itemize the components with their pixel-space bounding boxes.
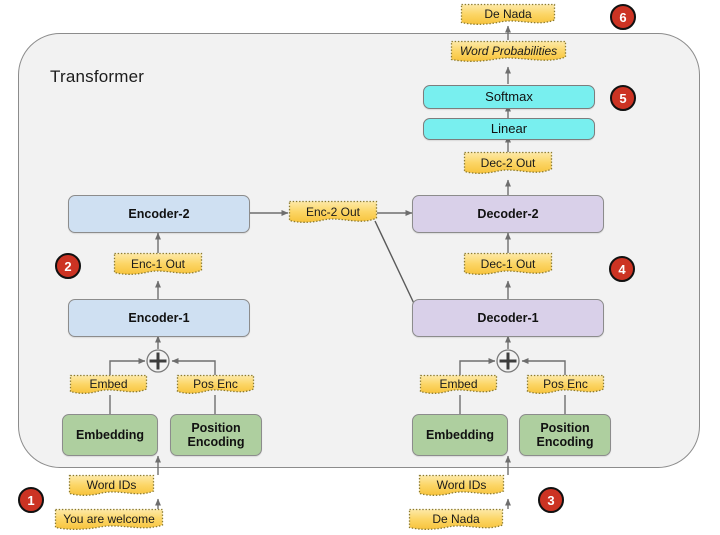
decoder-1-node[interactable]: Decoder-1	[412, 299, 604, 337]
chip-encoder-embed[interactable]: Embed	[69, 374, 148, 396]
step-badge-2[interactable]: 2	[55, 253, 81, 279]
chip-label: Pos Enc	[543, 376, 588, 391]
chip-label: De Nada	[484, 6, 532, 21]
chip-label: Dec-1 Out	[480, 256, 536, 271]
chip-enc-2-out[interactable]: Enc-2 Out	[288, 200, 378, 226]
chip-label: Word Probabilities	[459, 44, 558, 58]
chip-label: Embed	[439, 376, 478, 391]
transformer-container	[18, 33, 700, 468]
chip-label: Enc-2 Out	[305, 204, 361, 219]
decoder-embedding-node[interactable]: Embedding	[412, 414, 508, 456]
chip-source-sentence[interactable]: You are welcome	[54, 508, 164, 532]
chip-label: Embed	[89, 376, 128, 391]
chip-label: Word IDs	[436, 477, 487, 492]
step-badge-6[interactable]: 6	[610, 4, 636, 30]
encoder-embedding-node[interactable]: Embedding	[62, 414, 158, 456]
chip-enc-1-out[interactable]: Enc-1 Out	[113, 252, 203, 278]
decoder-2-node[interactable]: Decoder-2	[412, 195, 604, 233]
chip-label: You are welcome	[63, 511, 155, 526]
step-badge-3[interactable]: 3	[538, 487, 564, 513]
chip-label: Word IDs	[86, 477, 137, 492]
chip-target-sentence[interactable]: De Nada	[408, 508, 504, 532]
chip-word-probabilities[interactable]: Word Probabilities	[450, 40, 567, 65]
chip-label: De Nada	[432, 511, 480, 526]
page-title: Transformer	[50, 67, 145, 86]
step-badge-5[interactable]: 5	[610, 85, 636, 111]
linear-node[interactable]: Linear	[423, 118, 595, 140]
encoder-2-node[interactable]: Encoder-2	[68, 195, 250, 233]
chip-dec-2-out[interactable]: Dec-2 Out	[463, 151, 553, 177]
chip-dec-1-out[interactable]: Dec-1 Out	[463, 252, 553, 278]
chip-decoder-pos-enc[interactable]: Pos Enc	[526, 374, 605, 396]
chip-decoder-embed[interactable]: Embed	[419, 374, 498, 396]
chip-label: Dec-2 Out	[480, 155, 536, 170]
chip-target-word-ids[interactable]: Word IDs	[418, 474, 505, 498]
encoder-position-encoding-node[interactable]: Position Encoding	[170, 414, 262, 456]
softmax-node[interactable]: Softmax	[423, 85, 595, 109]
step-badge-1[interactable]: 1	[18, 487, 44, 513]
chip-label: Enc-1 Out	[130, 256, 186, 271]
decoder-position-encoding-node[interactable]: Position Encoding	[519, 414, 611, 456]
chip-source-word-ids[interactable]: Word IDs	[68, 474, 155, 498]
chip-output-sentence[interactable]: De Nada	[460, 3, 556, 27]
step-badge-4[interactable]: 4	[609, 256, 635, 282]
encoder-1-node[interactable]: Encoder-1	[68, 299, 250, 337]
chip-label: Pos Enc	[193, 376, 238, 391]
chip-encoder-pos-enc[interactable]: Pos Enc	[176, 374, 255, 396]
